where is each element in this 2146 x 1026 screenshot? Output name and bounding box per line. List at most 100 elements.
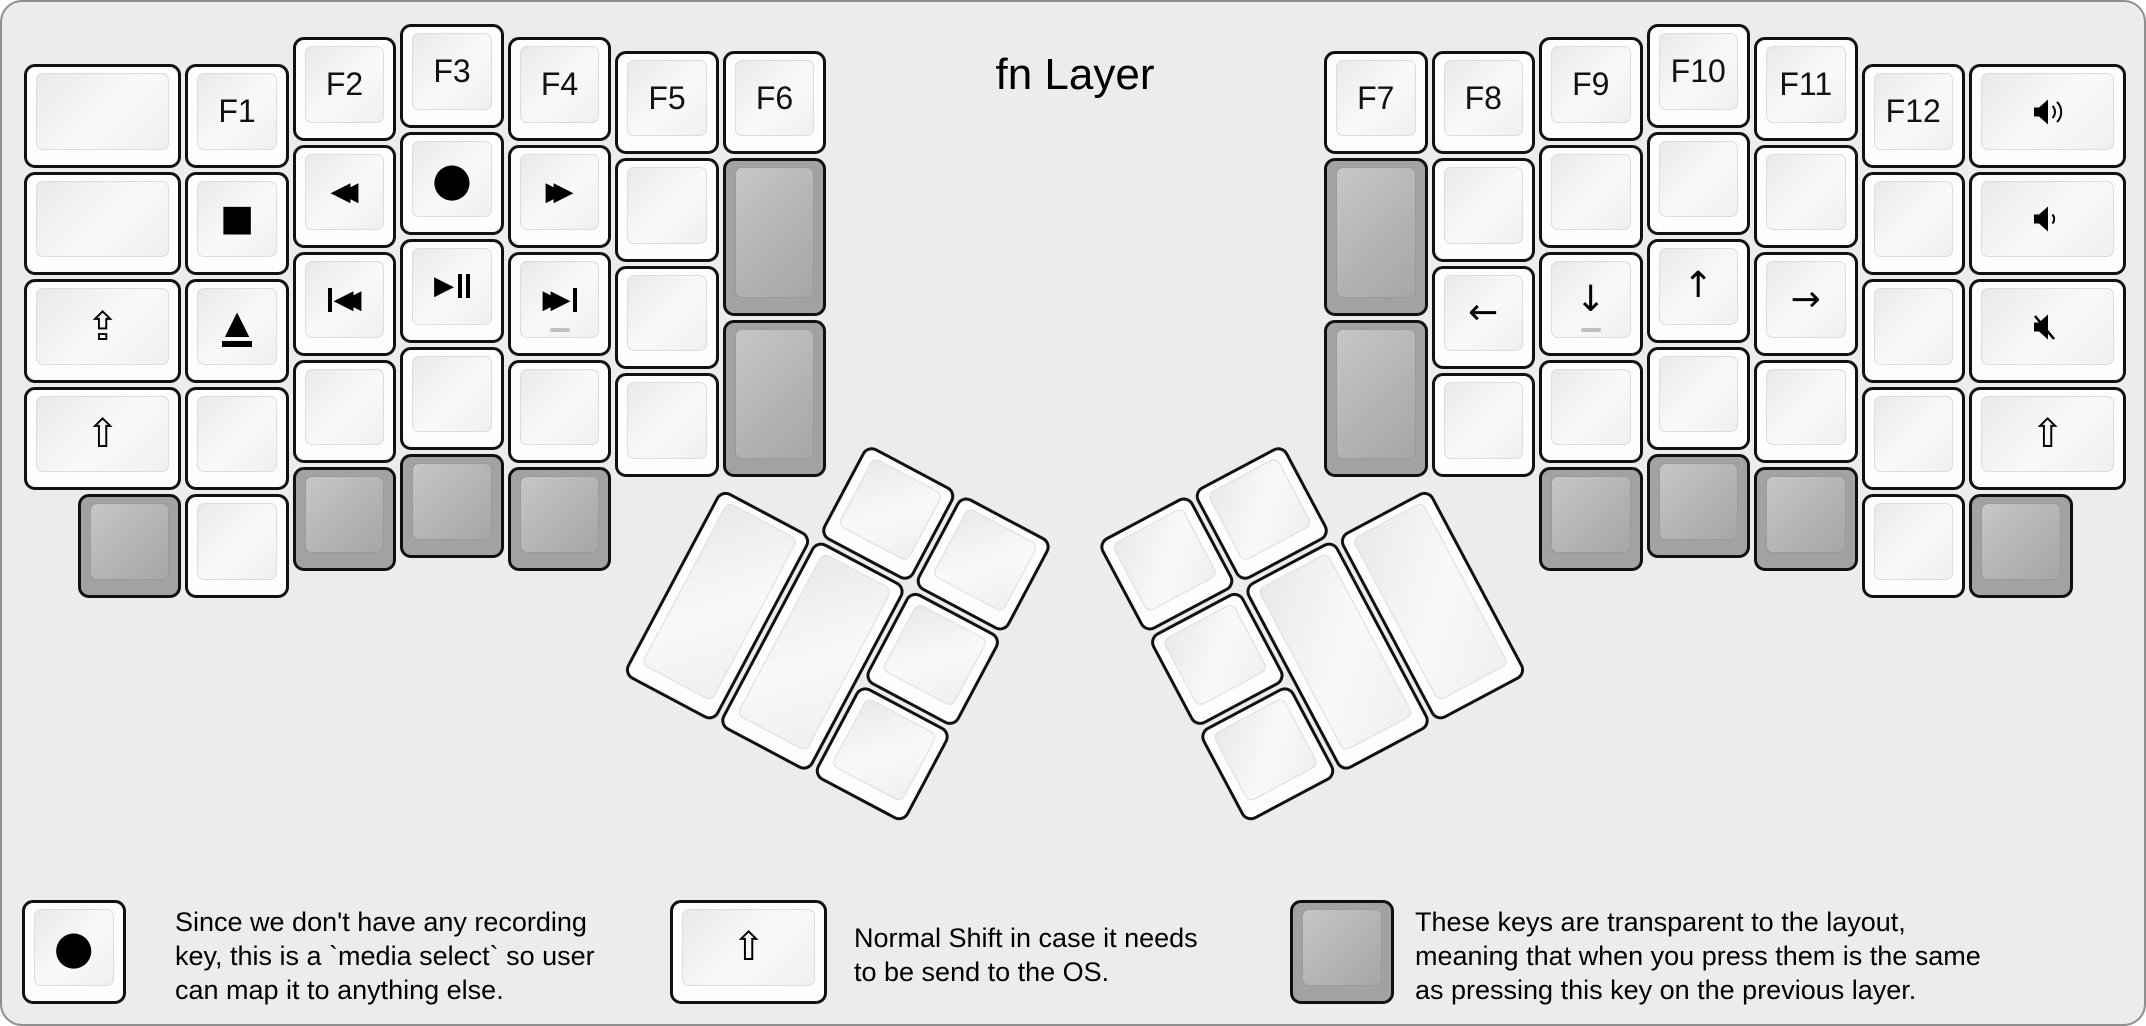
keycap: ↓ [1551,261,1631,338]
key-blank [1861,171,1965,276]
keycap [734,167,815,298]
keycap: ↑ [1658,248,1738,325]
keycap: ⇧ [36,395,170,473]
keycap [1658,140,1738,217]
keycap [197,395,277,473]
keycap [304,368,385,446]
legend-line: to be send to the OS. [854,957,1110,987]
key-f3: F3 [400,24,504,128]
keycap [1981,73,2115,150]
key-arrow-up: ↑ [1646,239,1750,343]
key-record: ● [22,900,126,1004]
keycap [1766,476,1846,553]
keycap [881,602,988,708]
key-blank [185,386,289,491]
key-blank [24,64,182,168]
keycap: F3 [412,33,492,110]
key-blank [1646,131,1750,235]
key-blank [400,346,504,450]
key-transparent [722,319,827,477]
keycap: ▶▶ [519,261,600,338]
keycap: ● [412,140,492,217]
key-blank [1861,386,1965,491]
keycap: F11 [1766,46,1846,123]
key-blank [1646,346,1750,450]
key-fast-forward: ▶▶ [507,144,612,249]
keycap [932,507,1039,613]
keycap [1873,503,1953,580]
keycap [36,73,170,150]
keycap: ▶▶ [519,153,600,231]
keycap [734,328,815,459]
key-arrow-down: ↓ [1539,252,1643,356]
keycap [837,456,944,562]
keycap: F10 [1658,33,1738,110]
record-icon: ● [431,151,473,206]
keycap: F12 [1873,73,1953,150]
keycap [1981,288,2115,365]
key-transparent [1754,467,1858,571]
previous-track-icon: ◀◀ [327,287,362,313]
keycap [1658,463,1738,540]
keycap [1206,456,1313,562]
legend-line: key, this is a `media select` so user [175,941,595,971]
key-label: F4 [540,66,579,103]
keycap [1443,382,1523,459]
key-label: F7 [1357,79,1395,116]
keycap [1873,395,1953,473]
keycap [1981,503,2061,580]
keycap: ← [1443,274,1523,352]
arrow-up-icon: ↑ [1683,265,1714,307]
key-f9: F9 [1539,37,1643,141]
key-record: ● [400,131,504,235]
key-f10: F10 [1646,24,1750,128]
key-caps-lock: ⇪ [24,279,182,383]
key-prev-track: ◀◀ [292,252,397,356]
keycap [1336,167,1416,298]
keycap: F5 [627,59,707,137]
keycap [412,463,492,540]
keycap [89,503,170,580]
keycap: → [1766,261,1846,338]
key-f7: F7 [1324,50,1428,155]
key-transparent [1324,158,1428,316]
keycap: ■ [197,180,277,258]
keycap [1302,909,1382,986]
legend-line: can map it to anything else. [175,975,504,1005]
key-transparent [722,158,827,316]
key-blank [615,373,719,477]
eject-icon: ▲ [222,306,252,348]
legend-line: These keys are transparent to the layout… [1415,907,1906,937]
key-rewind: ◀◀ [292,144,397,249]
legend-line: meaning that when you press them is the … [1415,941,1981,971]
key-f12: F12 [1861,64,1965,168]
key-transparent [1539,467,1643,571]
key-label: F6 [755,79,794,116]
key-label: F9 [1572,66,1610,103]
key-blank [1754,359,1858,464]
keycap [831,697,938,802]
shift-icon: ⇧ [85,411,120,458]
key-f5: F5 [615,50,719,155]
key-transparent [1646,454,1750,558]
legend-note-transparent-keys: These keys are transparent to the layout… [1415,905,1981,1007]
keycap [1336,328,1416,459]
key-label: F5 [648,79,686,116]
keycap: F9 [1551,46,1631,123]
key-blank [615,158,719,262]
key-transparent [1324,319,1428,477]
keycap [1981,180,2115,258]
keycap: ◀◀ [304,261,385,338]
key-shift: ⇧ [24,386,182,491]
keycap [1161,602,1268,708]
page-title: fn Layer [995,50,1155,99]
keycap [519,476,600,553]
keycap: ▶ [412,248,492,325]
volume-up-icon [2033,99,2062,125]
key-f4: F4 [507,37,612,141]
keycap [1873,180,1953,258]
keycap [1551,368,1631,446]
key-blank [185,494,289,598]
key-eject: ▲ [185,279,289,383]
